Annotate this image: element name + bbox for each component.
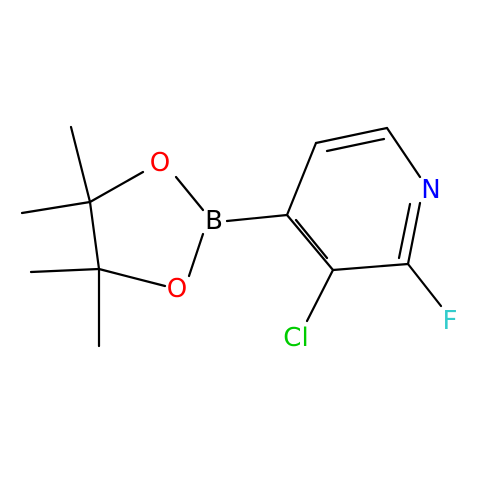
bond-c6-n — [385, 126, 422, 179]
methyl-bonds — [20, 125, 101, 348]
substituent-bonds — [225, 213, 443, 323]
dioxaborolane-ring — [88, 170, 205, 288]
bond-c5-c6 — [314, 126, 389, 145]
bond-ca-cb — [88, 200, 101, 271]
bond-c3-c4 — [285, 213, 335, 272]
bond-cb-me3 — [29, 267, 101, 274]
bond-o2-cb — [97, 267, 167, 288]
atom-label-o-lower: O — [167, 274, 187, 304]
bond-ca-me1 — [69, 125, 92, 204]
bond-b-o1 — [174, 175, 205, 212]
bond-c4-c5 — [285, 141, 318, 217]
pyridine-ring — [285, 126, 422, 272]
bond-ca-me2 — [20, 200, 92, 215]
bond-o1-ca — [88, 170, 145, 204]
atom-label-cl: Cl — [283, 323, 308, 353]
bond-b-o2 — [187, 232, 205, 278]
bond-c2-c3 — [331, 262, 410, 272]
atom-label-b: B — [205, 206, 223, 236]
atom-label-n: N — [421, 175, 440, 205]
bond-c2-f — [406, 262, 443, 308]
bond-c3-c4-inner — [294, 218, 329, 260]
atom-label-o-upper: O — [150, 148, 170, 178]
bond-n-c2 — [406, 201, 422, 266]
bond-c5-c6-inner — [325, 137, 386, 153]
atom-label-f: F — [443, 306, 458, 336]
bond-c4-b — [225, 213, 289, 223]
bond-c3-cl — [305, 268, 335, 323]
bond-n-c2-inner — [397, 202, 412, 260]
atom-labels: N F Cl B O O — [150, 148, 458, 353]
